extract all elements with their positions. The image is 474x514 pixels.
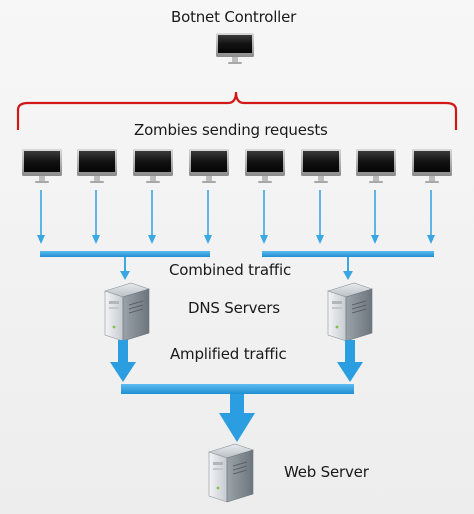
web-server-label: Web Server — [284, 463, 369, 481]
request-arrow — [371, 190, 379, 244]
zombie-monitor-icon — [245, 149, 285, 183]
dns-server-right-icon — [327, 282, 373, 342]
zombie-monitor-icon — [356, 149, 396, 183]
zombie-monitors — [22, 149, 452, 183]
dns-servers-label: DNS Servers — [188, 299, 280, 317]
zombies-label: Zombies sending requests — [134, 121, 328, 139]
web-server-icon — [208, 443, 254, 503]
combined-traffic-label: Combined traffic — [169, 261, 291, 279]
amplified-traffic-label: Amplified traffic — [170, 345, 287, 363]
combined-traffic-bar-right — [262, 251, 434, 257]
dns-server-left-icon — [104, 282, 150, 342]
amplified-arrows — [110, 340, 363, 382]
zombie-monitor-icon — [77, 149, 117, 183]
zombie-monitor-icon — [133, 149, 173, 183]
request-arrow — [427, 190, 435, 244]
request-arrow — [204, 190, 212, 244]
request-arrows — [37, 190, 435, 244]
request-arrow — [260, 190, 268, 244]
zombie-group-bracket — [16, 91, 458, 130]
zombie-monitor-icon — [189, 149, 229, 183]
zombie-monitor-icon — [301, 149, 341, 183]
controller-label: Botnet Controller — [171, 8, 297, 26]
request-arrow — [148, 190, 156, 244]
controller-monitor-icon — [216, 33, 254, 64]
web-server-arrow — [219, 394, 255, 442]
combined-traffic-bar-left — [40, 251, 210, 257]
amplified-traffic-bar — [121, 384, 354, 394]
request-arrow — [37, 190, 45, 244]
zombie-monitor-icon — [412, 149, 452, 183]
zombie-monitor-icon — [22, 149, 62, 183]
request-arrow — [316, 190, 324, 244]
request-arrow — [92, 190, 100, 244]
bar-to-dns-arrows — [120, 257, 353, 280]
